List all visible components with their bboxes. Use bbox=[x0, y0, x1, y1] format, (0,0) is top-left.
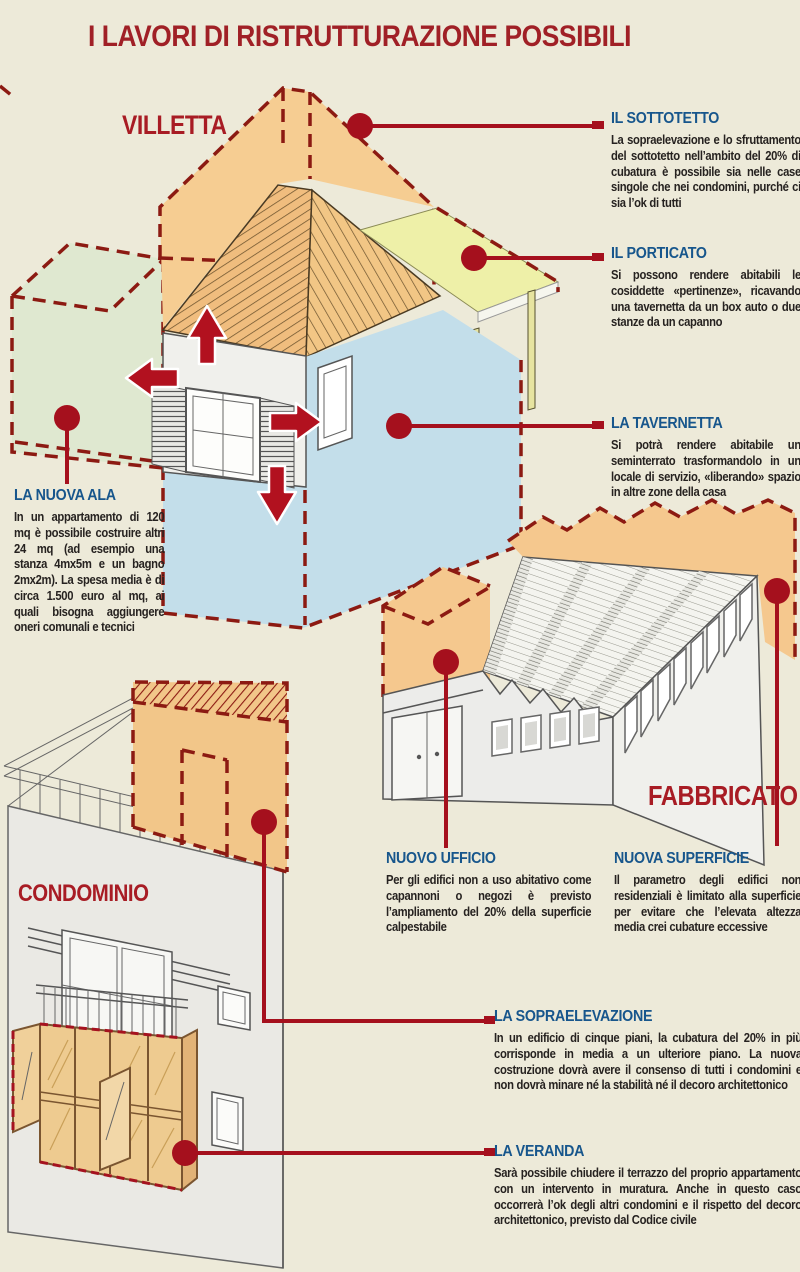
callout-heading: NUOVO UFFICIO bbox=[386, 850, 496, 867]
callout-sopraelevazione: LA SOPRAELEVAZIONE In un edificio di cin… bbox=[494, 1008, 800, 1094]
callout-dot-tavernetta bbox=[386, 413, 412, 439]
nuovo-ufficio-volume bbox=[383, 567, 490, 697]
veranda-structure bbox=[11, 1022, 198, 1193]
callout-dot-veranda bbox=[172, 1140, 198, 1166]
fabbricato-tall-windows bbox=[624, 582, 753, 754]
page-title: I LAVORI DI RISTRUTTURAZIONE POSSIBILI bbox=[88, 20, 632, 53]
arrow-right-icon bbox=[268, 401, 324, 443]
nuova-superficie-volume bbox=[508, 500, 795, 660]
villetta-illustration bbox=[0, 84, 560, 630]
arrow-down-icon bbox=[256, 464, 298, 526]
callout-dot-sottotetto bbox=[347, 113, 373, 139]
condominio-label: CONDOMINIO bbox=[18, 880, 149, 907]
callout-body: Per gli edifici non a uso abitativo come… bbox=[386, 873, 592, 935]
tavernetta-volume bbox=[163, 310, 521, 628]
callout-dot-nuova-ala bbox=[54, 405, 80, 431]
callout-body: Il parametro degli edifici non residenzi… bbox=[614, 873, 800, 935]
callout-nuova-ala: LA NUOVA ALA In un appartamento di 120 m… bbox=[14, 487, 181, 636]
callout-porticato: IL PORTICATO Si possono rendere abitabil… bbox=[611, 245, 800, 331]
sopraelevazione-volume bbox=[133, 682, 287, 872]
callout-heading: LA SOPRAELEVAZIONE bbox=[494, 1008, 653, 1025]
porticato-column bbox=[527, 289, 536, 411]
callout-body: Si potrà rendere abitabile un seminterra… bbox=[611, 438, 800, 500]
shutter-left bbox=[151, 381, 187, 473]
callout-nuovo-ufficio: NUOVO UFFICIO Per gli edifici non a uso … bbox=[386, 850, 614, 936]
balcony bbox=[27, 927, 231, 1057]
callout-sottotetto: IL SOTTOTETTO La sopraelevazione e lo sf… bbox=[611, 110, 800, 212]
fabbricato-small-windows bbox=[491, 706, 600, 757]
callout-body: Sarà possibile chiudere il terrazzo del … bbox=[494, 1166, 800, 1228]
callout-body: In un edificio di cinque piani, la cubat… bbox=[494, 1031, 800, 1093]
callout-markers bbox=[54, 113, 790, 1166]
callout-body: La sopraelevazione e lo sfruttamento del… bbox=[611, 133, 800, 210]
callout-heading: NUOVA SUPERFICIE bbox=[614, 850, 750, 867]
callout-heading: LA TAVERNETTA bbox=[611, 415, 723, 432]
callout-dot-sopraelevazione bbox=[251, 809, 277, 835]
callout-heading: LA VERANDA bbox=[494, 1143, 585, 1160]
villetta-label: VILLETTA bbox=[122, 110, 227, 140]
callout-veranda: LA VERANDA Sarà possibile chiudere il te… bbox=[494, 1143, 800, 1229]
callout-tavernetta: LA TAVERNETTA Si potrà rendere abitabile… bbox=[611, 415, 800, 501]
nuova-ala-volume bbox=[12, 243, 163, 468]
callout-nuova-superficie: NUOVA SUPERFICIE Il parametro degli edif… bbox=[614, 850, 800, 936]
callout-body: Si possono rendere abitabili le cosiddet… bbox=[611, 268, 800, 330]
callout-dot-nuovo-ufficio bbox=[433, 649, 459, 675]
callout-heading: LA NUOVA ALA bbox=[14, 487, 116, 504]
callout-heading: IL PORTICATO bbox=[611, 245, 707, 262]
fabbricato-illustration bbox=[381, 497, 797, 867]
arrow-up-icon bbox=[186, 304, 228, 366]
sottotetto-volume bbox=[160, 88, 434, 328]
condominio-illustration bbox=[3, 680, 289, 1269]
fabbricato-label: FABBRICATO bbox=[648, 780, 798, 811]
callout-heading: IL SOTTOTETTO bbox=[611, 110, 720, 127]
villetta-roof-right bbox=[305, 188, 442, 359]
arrow-left-icon bbox=[124, 357, 180, 399]
callout-dot-porticato bbox=[461, 245, 487, 271]
condominio-windows bbox=[211, 985, 251, 1152]
callout-dot-nuova-superficie bbox=[764, 578, 790, 604]
callout-body: In un appartamento di 120 mq è possibile… bbox=[14, 510, 165, 635]
